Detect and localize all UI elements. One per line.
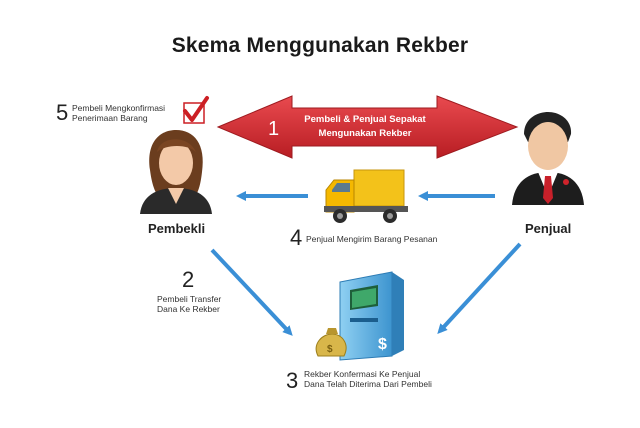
step-1-line2: Mengunakan Rekber [318, 128, 412, 139]
step-2-text: Pembeli Transfer Dana Ke Rekber [157, 294, 257, 314]
checkbox-icon [183, 96, 209, 124]
buyer-label: Pembekli [148, 221, 206, 236]
step-3-line1: Rekber Konfermasi Ke Penjual [304, 369, 421, 379]
svg-text:$: $ [327, 344, 333, 355]
step-5-line2: Penerimaan Barang [72, 113, 148, 123]
step-2-number: 2 [182, 267, 195, 292]
truck-icon [324, 169, 408, 223]
step-1-line1: Pembeli & Penjual Sepakat [304, 114, 426, 125]
step-1-text: Pembeli & Penjual Sepakat Mengunakan Rek… [290, 113, 440, 141]
step-4-line1: Penjual Mengirim Barang Pesanan [306, 234, 438, 244]
page-title: Skema Menggunakan Rekber [171, 34, 469, 57]
step-1-number: 1 [268, 118, 280, 140]
step-5-number: 5 [56, 100, 69, 125]
step-3-text: Rekber Konfermasi Ke Penjual Dana Telah … [304, 369, 484, 389]
money-bag-icon: $ [315, 328, 347, 357]
blue-flow-arrows [210, 191, 522, 336]
step-2-line2: Dana Ke Rekber [157, 304, 220, 314]
buyer-woman-icon [140, 130, 212, 214]
atm-icon: $ [339, 271, 404, 361]
seller-man-icon [512, 112, 584, 205]
step-2-line1: Pembeli Transfer [157, 294, 222, 304]
step-5-line1: Pembeli Mengkonfirmasi [72, 103, 166, 113]
step-3-line2: Dana Telah Diterima Dari Pembeli [304, 379, 432, 389]
step-5-text: Pembeli Mengkonfirmasi Penerimaan Barang [72, 103, 182, 123]
step-4-number: 4 [290, 225, 303, 250]
svg-text:$: $ [378, 336, 387, 353]
seller-label: Penjual [525, 221, 572, 236]
agreement-double-arrow [216, 95, 519, 159]
step-3-number: 3 [286, 368, 299, 393]
